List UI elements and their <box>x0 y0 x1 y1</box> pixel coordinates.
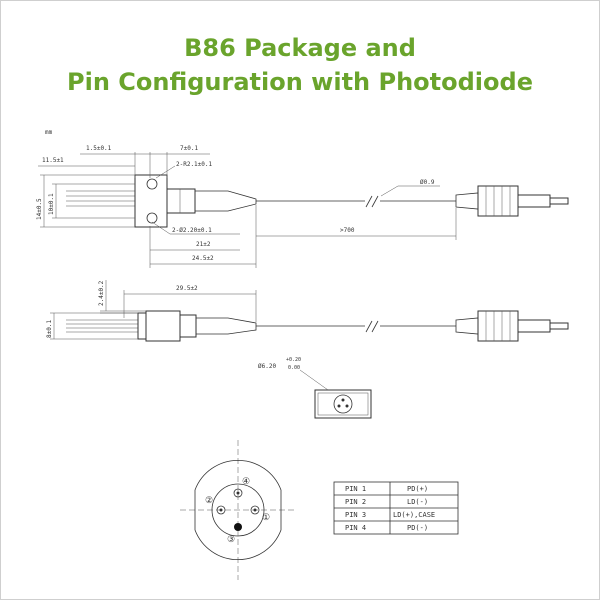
pin-label-3: ③ <box>227 535 235 545</box>
side-view-body <box>179 314 197 338</box>
side-view-flange <box>137 312 147 340</box>
pin-label-2: ② <box>205 496 213 506</box>
connector-ferrule-holder-side <box>517 319 551 333</box>
dim-11-5: 11.5±1 <box>42 157 64 164</box>
pin-label-1: ① <box>262 513 270 523</box>
pin-table-func-4: PD(-) <box>407 524 428 532</box>
side-view-boot <box>195 317 257 335</box>
top-view: 1.5±0.1 7±0.1 11.5±1 2-R2.1±0.1 14±0.5 1… <box>36 145 569 268</box>
dim-1-5: 1.5±0.1 <box>86 145 112 152</box>
dim-phi-2-2: 2-Ø2.20±0.1 <box>172 227 212 234</box>
title-line-2: Pin Configuration with Photodiode <box>67 68 533 96</box>
pin-table-func-3: LD(+),CASE <box>393 511 435 519</box>
unit-label: mm <box>45 129 53 136</box>
pin-circle <box>211 483 265 537</box>
pin-table-pin-3: PIN 3 <box>345 511 366 519</box>
dim-10: 10±0.1 <box>48 193 55 215</box>
pin-1 <box>250 505 260 515</box>
top-view-flange <box>134 174 168 228</box>
dim-21: 21±2 <box>196 241 211 248</box>
top-view-body <box>166 188 196 214</box>
pin-table-func-2: LD(-) <box>407 498 428 506</box>
dim-phi-0-9: Ø0.9 <box>420 179 435 186</box>
connector-ferrule-side <box>549 322 569 330</box>
connector-ferrule-holder-top <box>517 194 551 208</box>
front-view: Ø6.20 +0.20 0.00 <box>258 357 372 419</box>
dim-29-5: 29.5±2 <box>176 285 198 292</box>
connector-nut-top <box>477 185 519 217</box>
front-view-header <box>333 394 353 414</box>
dim-8: 8±0.1 <box>46 320 53 338</box>
dim-r2-1: 2-R2.1±0.1 <box>176 161 213 168</box>
pin-table-pin-1: PIN 1 <box>345 485 366 493</box>
connector-ferrule-top <box>549 197 569 205</box>
connector-boot-side <box>455 317 479 335</box>
mount-hole-upper <box>146 178 158 190</box>
pin-table: PIN 1 PD(+) PIN 2 LD(-) PIN 3 LD(+),CASE… <box>333 481 459 535</box>
dim-24-5: 24.5±2 <box>192 255 214 262</box>
pin-3 <box>234 523 242 531</box>
title-line-1: B86 Package and <box>184 34 416 62</box>
side-view-housing <box>145 310 181 342</box>
pin-table-pin-4: PIN 4 <box>345 524 366 532</box>
pin-label-4: ④ <box>242 477 250 487</box>
dim-phi-6-2: Ø6.20 <box>258 363 276 370</box>
mount-hole-lower <box>146 212 158 224</box>
dim-700: >700 <box>340 227 355 234</box>
front-view-block <box>314 389 372 419</box>
pin-2 <box>216 505 226 515</box>
top-view-pins <box>66 190 135 207</box>
connector-nut-side <box>477 310 519 342</box>
pin-table-pin-2: PIN 2 <box>345 498 366 506</box>
dim-phi-6-2-tol-bottom: 0.00 <box>288 365 300 371</box>
dim-2-4: 2.4±0.2 <box>98 280 105 306</box>
side-view-pins <box>66 319 138 333</box>
pin-diagram: ① ② ③ ④ <box>180 440 295 580</box>
dim-14: 14±0.5 <box>36 198 43 220</box>
dim-phi-6-2-tol-top: +0.20 <box>286 357 301 363</box>
top-view-boot <box>194 190 257 212</box>
connector-boot-top <box>455 192 479 210</box>
dim-7: 7±0.1 <box>180 145 198 152</box>
pin-table-func-1: PD(+) <box>407 485 428 493</box>
side-view: 2.4±0.2 29.5±2 8±0.1 <box>46 280 569 342</box>
pin-diagram-outline <box>194 459 282 561</box>
pin-4 <box>233 488 243 498</box>
